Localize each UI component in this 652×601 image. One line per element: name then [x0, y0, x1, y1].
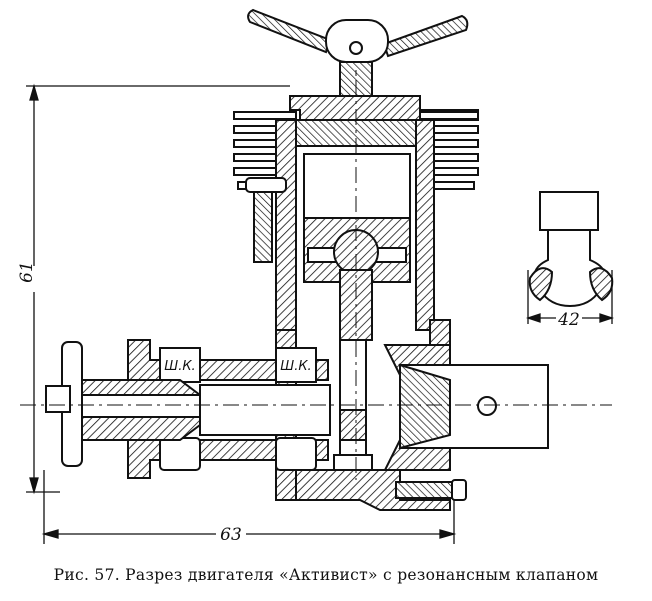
- crankshaft: [45, 341, 331, 467]
- dimension-lines: [26, 83, 615, 544]
- mount-screw: [245, 177, 287, 263]
- crankpin-detail: [528, 191, 614, 308]
- bearing-label-left: Ш.К.: [164, 359, 195, 374]
- dim-width-42: 42: [557, 310, 580, 330]
- bearing-label-right: Ш.К.: [280, 359, 311, 374]
- dim-length-63: 63: [220, 525, 242, 545]
- engine-section-drawing: 61 63 42 Ш.К. Ш.К.: [17, 8, 615, 545]
- resonance-valve: [383, 344, 549, 501]
- dim-height-61: 61: [17, 261, 37, 283]
- figure-caption: Рис. 57. Разрез двигателя «Активист» с р…: [53, 566, 599, 584]
